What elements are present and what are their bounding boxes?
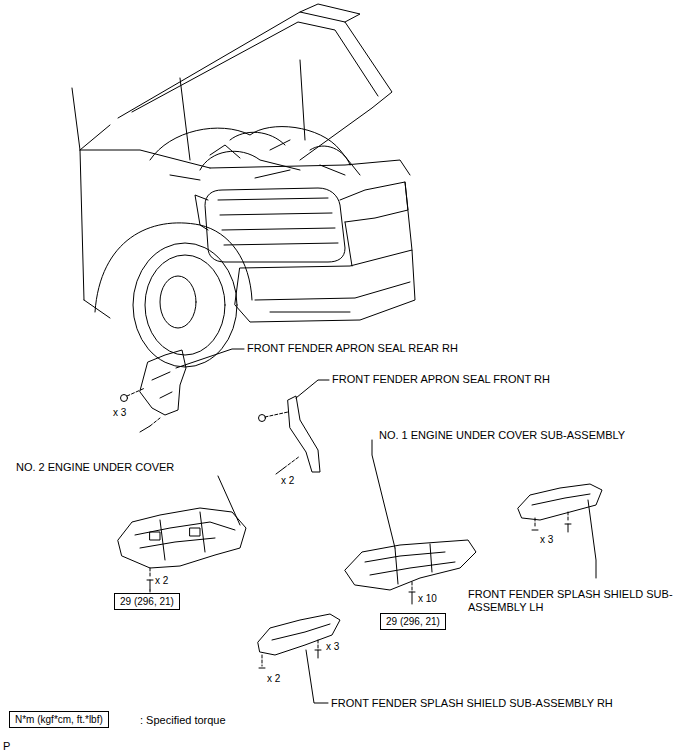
- figure-code: P: [3, 740, 10, 753]
- part-name: FRONT FENDER APRON SEAL FRONT RH: [332, 373, 550, 386]
- part-name: NO. 1 ENGINE UNDER COVER SUB-ASSEMBLY: [379, 429, 625, 442]
- torque-spec-box: 29 (296, 21): [114, 593, 180, 610]
- part-name: FRONT FENDER SPLASH SHIELD SUB-ASSEMBLY …: [331, 697, 613, 710]
- bolt-count: x 3: [326, 640, 339, 653]
- bolt-count: x 3: [540, 533, 553, 546]
- torque-value: 29 (296, 21): [386, 616, 440, 627]
- part-name: FRONT FENDER APRON SEAL REAR RH: [247, 342, 458, 355]
- legend-text: : Specified torque: [140, 714, 226, 727]
- torque-value: N*m (kgf*cm, ft.*lbf): [15, 714, 103, 725]
- part-name: FRONT FENDER SPLASH SHIELD SUB-ASSEMBLY …: [468, 588, 673, 614]
- bolt-count: x 3: [113, 406, 126, 419]
- torque-value: 29 (296, 21): [120, 596, 174, 607]
- bolt-count: x 2: [267, 672, 280, 685]
- bolt-count: x 10: [418, 592, 437, 605]
- torque-spec-box: 29 (296, 21): [380, 613, 446, 630]
- part-name: NO. 2 ENGINE UNDER COVER: [16, 461, 174, 474]
- bolt-count: x 2: [281, 474, 294, 487]
- torque-legend-box: N*m (kgf*cm, ft.*lbf): [9, 711, 109, 728]
- bolt-count: x 2: [155, 574, 168, 587]
